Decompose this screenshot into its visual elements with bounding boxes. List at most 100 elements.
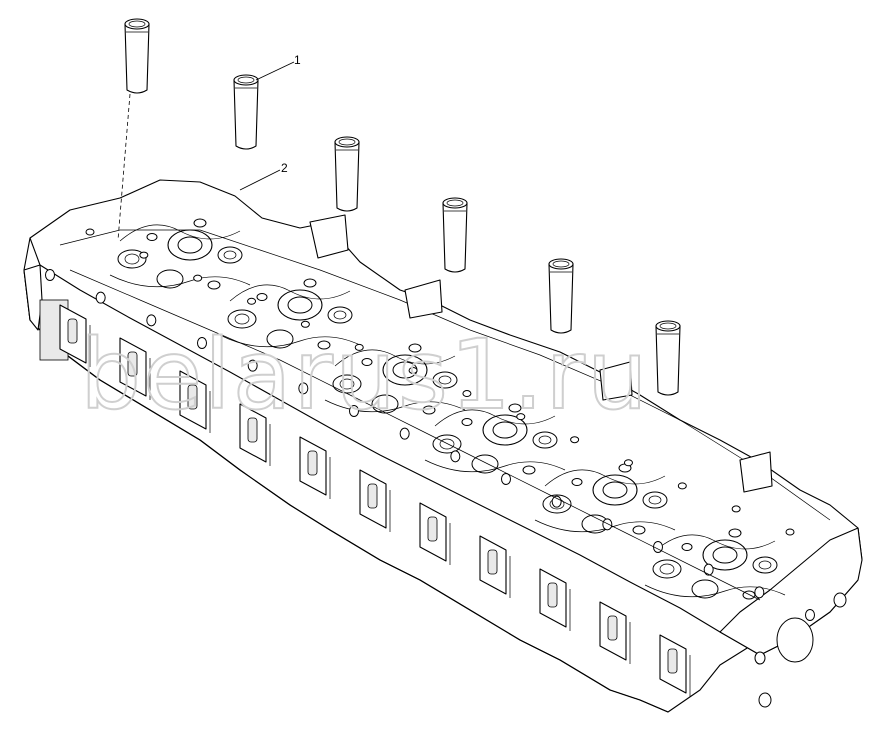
leader-line-1 (255, 61, 295, 81)
small-hole (146, 233, 158, 241)
end-face-hole (754, 651, 766, 665)
side-bolt-hole (602, 518, 613, 531)
deck-bolt-hole (408, 366, 418, 374)
injector-sleeves (124, 18, 681, 396)
small-hole (256, 293, 268, 301)
injector-seat (602, 481, 628, 499)
cylinder-head (23, 179, 863, 713)
sleeve-body (334, 141, 360, 212)
sleeve-body (655, 325, 681, 396)
sleeve-top-rim (334, 136, 360, 148)
valve-guide (659, 563, 675, 575)
side-window (487, 549, 498, 575)
small-hole (728, 528, 742, 538)
sleeve-bore (237, 76, 255, 84)
deck-bolt-hole (677, 482, 687, 490)
injector-sleeve (655, 320, 681, 396)
valve-guide (234, 313, 250, 325)
side-bolt-hole (247, 359, 258, 372)
side-bolt-hole (450, 450, 461, 463)
deck-bolt-hole (247, 297, 257, 305)
sleeve-bore (338, 138, 356, 146)
sleeve-bore (552, 260, 570, 268)
deck-rail (69, 269, 761, 601)
valve-seat (752, 556, 778, 574)
small-hole (303, 278, 317, 288)
small-hole (508, 403, 522, 413)
valve-guide (538, 435, 552, 445)
valve-seat (266, 329, 294, 349)
side-window (247, 417, 258, 443)
valve-seat (532, 431, 558, 449)
injector-sleeve (442, 197, 468, 273)
sleeve-top-rim (442, 197, 468, 209)
valve-guide (223, 250, 237, 260)
valve-guide (438, 375, 452, 385)
valve-seat (652, 559, 682, 579)
rocker-contour (434, 409, 556, 427)
side-bolt-hole (146, 314, 157, 327)
valve-seat (642, 491, 668, 509)
sleeve-top-rim (124, 18, 150, 30)
deck-bolt-hole (570, 436, 580, 444)
small-hole (461, 418, 473, 426)
rocker-contour (324, 399, 466, 413)
side-window (307, 450, 318, 476)
deck-rail (59, 229, 831, 521)
deck-bolt-hole (85, 228, 95, 236)
small-hole (193, 218, 207, 228)
sleeve-top-rim (233, 74, 259, 86)
small-hole (632, 525, 646, 535)
deck-bolt-hole (462, 390, 472, 398)
rocker-contour (534, 519, 676, 533)
sleeve-body (233, 79, 259, 150)
rear-boss (309, 214, 349, 259)
side-bolt-hole (501, 473, 511, 485)
injector-sleeve (548, 258, 574, 334)
small-hole (361, 358, 373, 366)
rocker-contour (654, 534, 776, 552)
deck-bolt-hole (139, 251, 149, 259)
valve-seat (156, 269, 184, 289)
side-window (67, 318, 78, 344)
side-window (127, 351, 138, 377)
small-hole (522, 465, 536, 475)
sleeve-bore (128, 20, 146, 28)
side-bolt-hole (45, 269, 55, 281)
side-bolt-hole (95, 291, 106, 304)
rear-boss (739, 451, 773, 493)
side-bolt-hole (349, 405, 359, 417)
small-hole (207, 280, 221, 290)
rocker-contour (644, 584, 786, 598)
small-hole (317, 340, 331, 350)
side-window (607, 615, 618, 641)
deck-bolt-hole (193, 274, 203, 282)
side-bolt-hole (399, 427, 410, 440)
sleeve-body (124, 23, 150, 94)
cylinder-port-group (219, 278, 361, 350)
side-window (187, 384, 198, 410)
side-bolt-hole (703, 563, 714, 576)
watermark: belarus1.ru (80, 319, 650, 431)
valve-seat (117, 249, 147, 269)
cylinder-port-group (109, 218, 251, 290)
sleeve-top-rim (655, 320, 681, 332)
valve-seat (227, 309, 257, 329)
leader-line-2 (239, 169, 281, 191)
cylinder-port-group (324, 343, 466, 415)
valve-seat (217, 246, 243, 264)
side-window (547, 582, 558, 608)
rocker-contour (109, 274, 251, 288)
valve-guide (333, 310, 347, 320)
small-hole (422, 405, 436, 415)
valve-seat (371, 394, 399, 414)
valve-seat (691, 579, 719, 599)
valve-seat (432, 434, 462, 454)
valve-guide (124, 253, 140, 265)
rear-boss (599, 361, 633, 401)
deck-bolt-hole (516, 413, 526, 421)
injector-sleeve (233, 74, 259, 150)
valve-ports (109, 218, 786, 600)
